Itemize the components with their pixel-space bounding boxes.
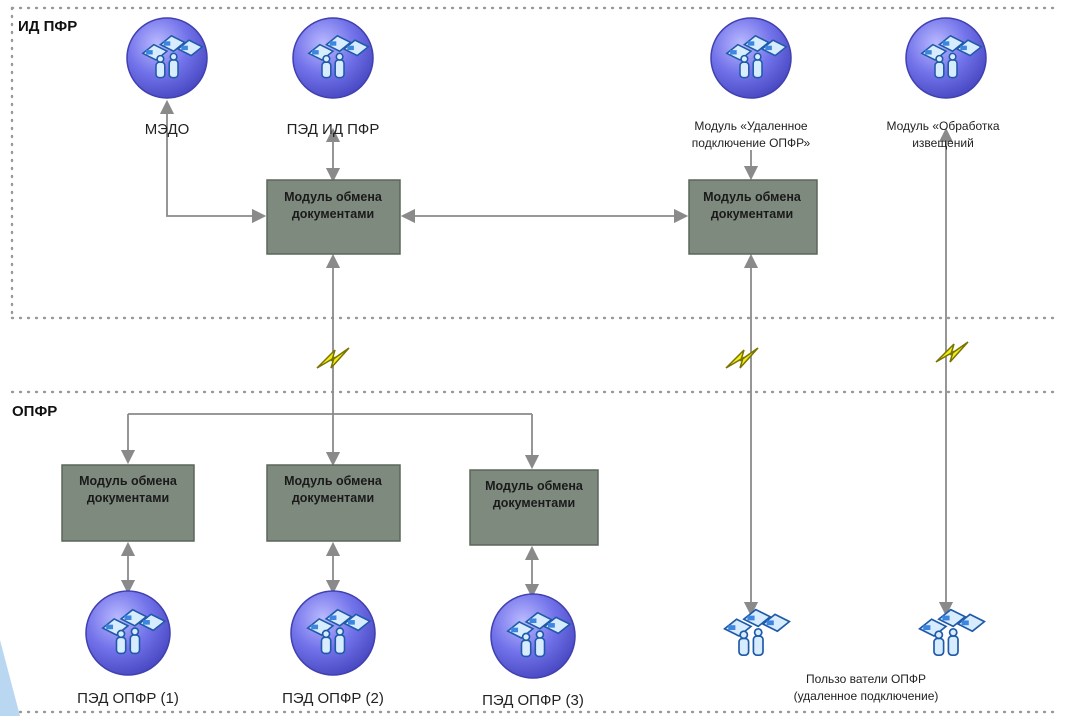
computer-group-icon [490, 593, 576, 679]
computer-group-icon [290, 590, 376, 676]
exchange-module-bottom-2: Модуль обмена документами [266, 464, 401, 542]
module-label-line2: документами [292, 207, 374, 221]
lightning-bolt-icon [935, 341, 969, 363]
remote-users-group-left [723, 608, 791, 657]
lightning-bolt-icon [316, 347, 350, 369]
module-label-line1: Модуль обмена [284, 190, 383, 204]
node-label-notice-module-line1: Модуль «Обработка [886, 119, 999, 133]
remote-users-label-line1: Пользо ватели ОПФР [806, 672, 926, 686]
exchange-module-top-left: Модуль обмена документами [266, 179, 401, 255]
module-label-line2: документами [493, 496, 575, 510]
node-label-ped-id-pfr: ПЭД ИД ПФР [287, 121, 380, 138]
node-label-ped-opfr-1: ПЭД ОПФР (1) [77, 690, 179, 707]
module-label-line1: Модуль обмена [703, 190, 802, 204]
module-label-line2: документами [292, 491, 374, 505]
lightning-links [316, 341, 969, 369]
remote-users-group-right [918, 608, 986, 657]
computer-group-icon [723, 608, 791, 657]
node-label-remote-module-line1: Модуль «Удаленное [694, 119, 808, 133]
node-ped-opfr-3: ПЭД ОПФР (3) [482, 593, 584, 709]
node-ped-opfr-2: ПЭД ОПФР (2) [282, 590, 384, 707]
remote-users-label-line2: (удаленное подключение) [794, 689, 939, 703]
node-notice-module: Модуль «Обработка извещений [886, 17, 1000, 150]
exchange-module-top-right: Модуль обмена документами [688, 179, 818, 255]
connectors [120, 99, 954, 617]
node-ped-id-pfr: ПЭД ИД ПФР [287, 17, 380, 138]
node-ped-opfr-1: ПЭД ОПФР (1) [77, 590, 179, 707]
node-label-ped-opfr-2: ПЭД ОПФР (2) [282, 690, 384, 707]
computer-group-icon [126, 17, 208, 99]
computer-group-icon [918, 608, 986, 657]
computer-group-icon [905, 17, 987, 99]
node-label-medo: МЭДО [145, 121, 190, 138]
module-label-line2: документами [87, 491, 169, 505]
computer-group-icon [710, 17, 792, 99]
node-label-remote-module-line2: подключение ОПФР» [692, 136, 811, 150]
node-label-notice-module-line2: извещений [912, 136, 974, 150]
exchange-module-bottom-1: Модуль обмена документами [61, 464, 195, 542]
node-remote-module: Модуль «Удаленное подключение ОПФР» [692, 17, 811, 150]
exchange-module-bottom-3: Модуль обмена документами [469, 469, 599, 546]
node-medo: МЭДО [126, 17, 208, 138]
zone-label-opfr: ОПФР [12, 403, 57, 420]
zone-label-id-pfr: ИД ПФР [18, 18, 77, 35]
module-label-line1: Модуль обмена [284, 474, 383, 488]
lightning-bolt-icon [725, 347, 759, 369]
module-label-line2: документами [711, 207, 793, 221]
module-label-line1: Модуль обмена [485, 479, 584, 493]
node-label-ped-opfr-3: ПЭД ОПФР (3) [482, 692, 584, 709]
decorative-corner [0, 640, 20, 716]
module-label-line1: Модуль обмена [79, 474, 178, 488]
computer-group-icon [85, 590, 171, 676]
computer-group-icon [292, 17, 374, 99]
zone-boundaries [10, 6, 1062, 714]
